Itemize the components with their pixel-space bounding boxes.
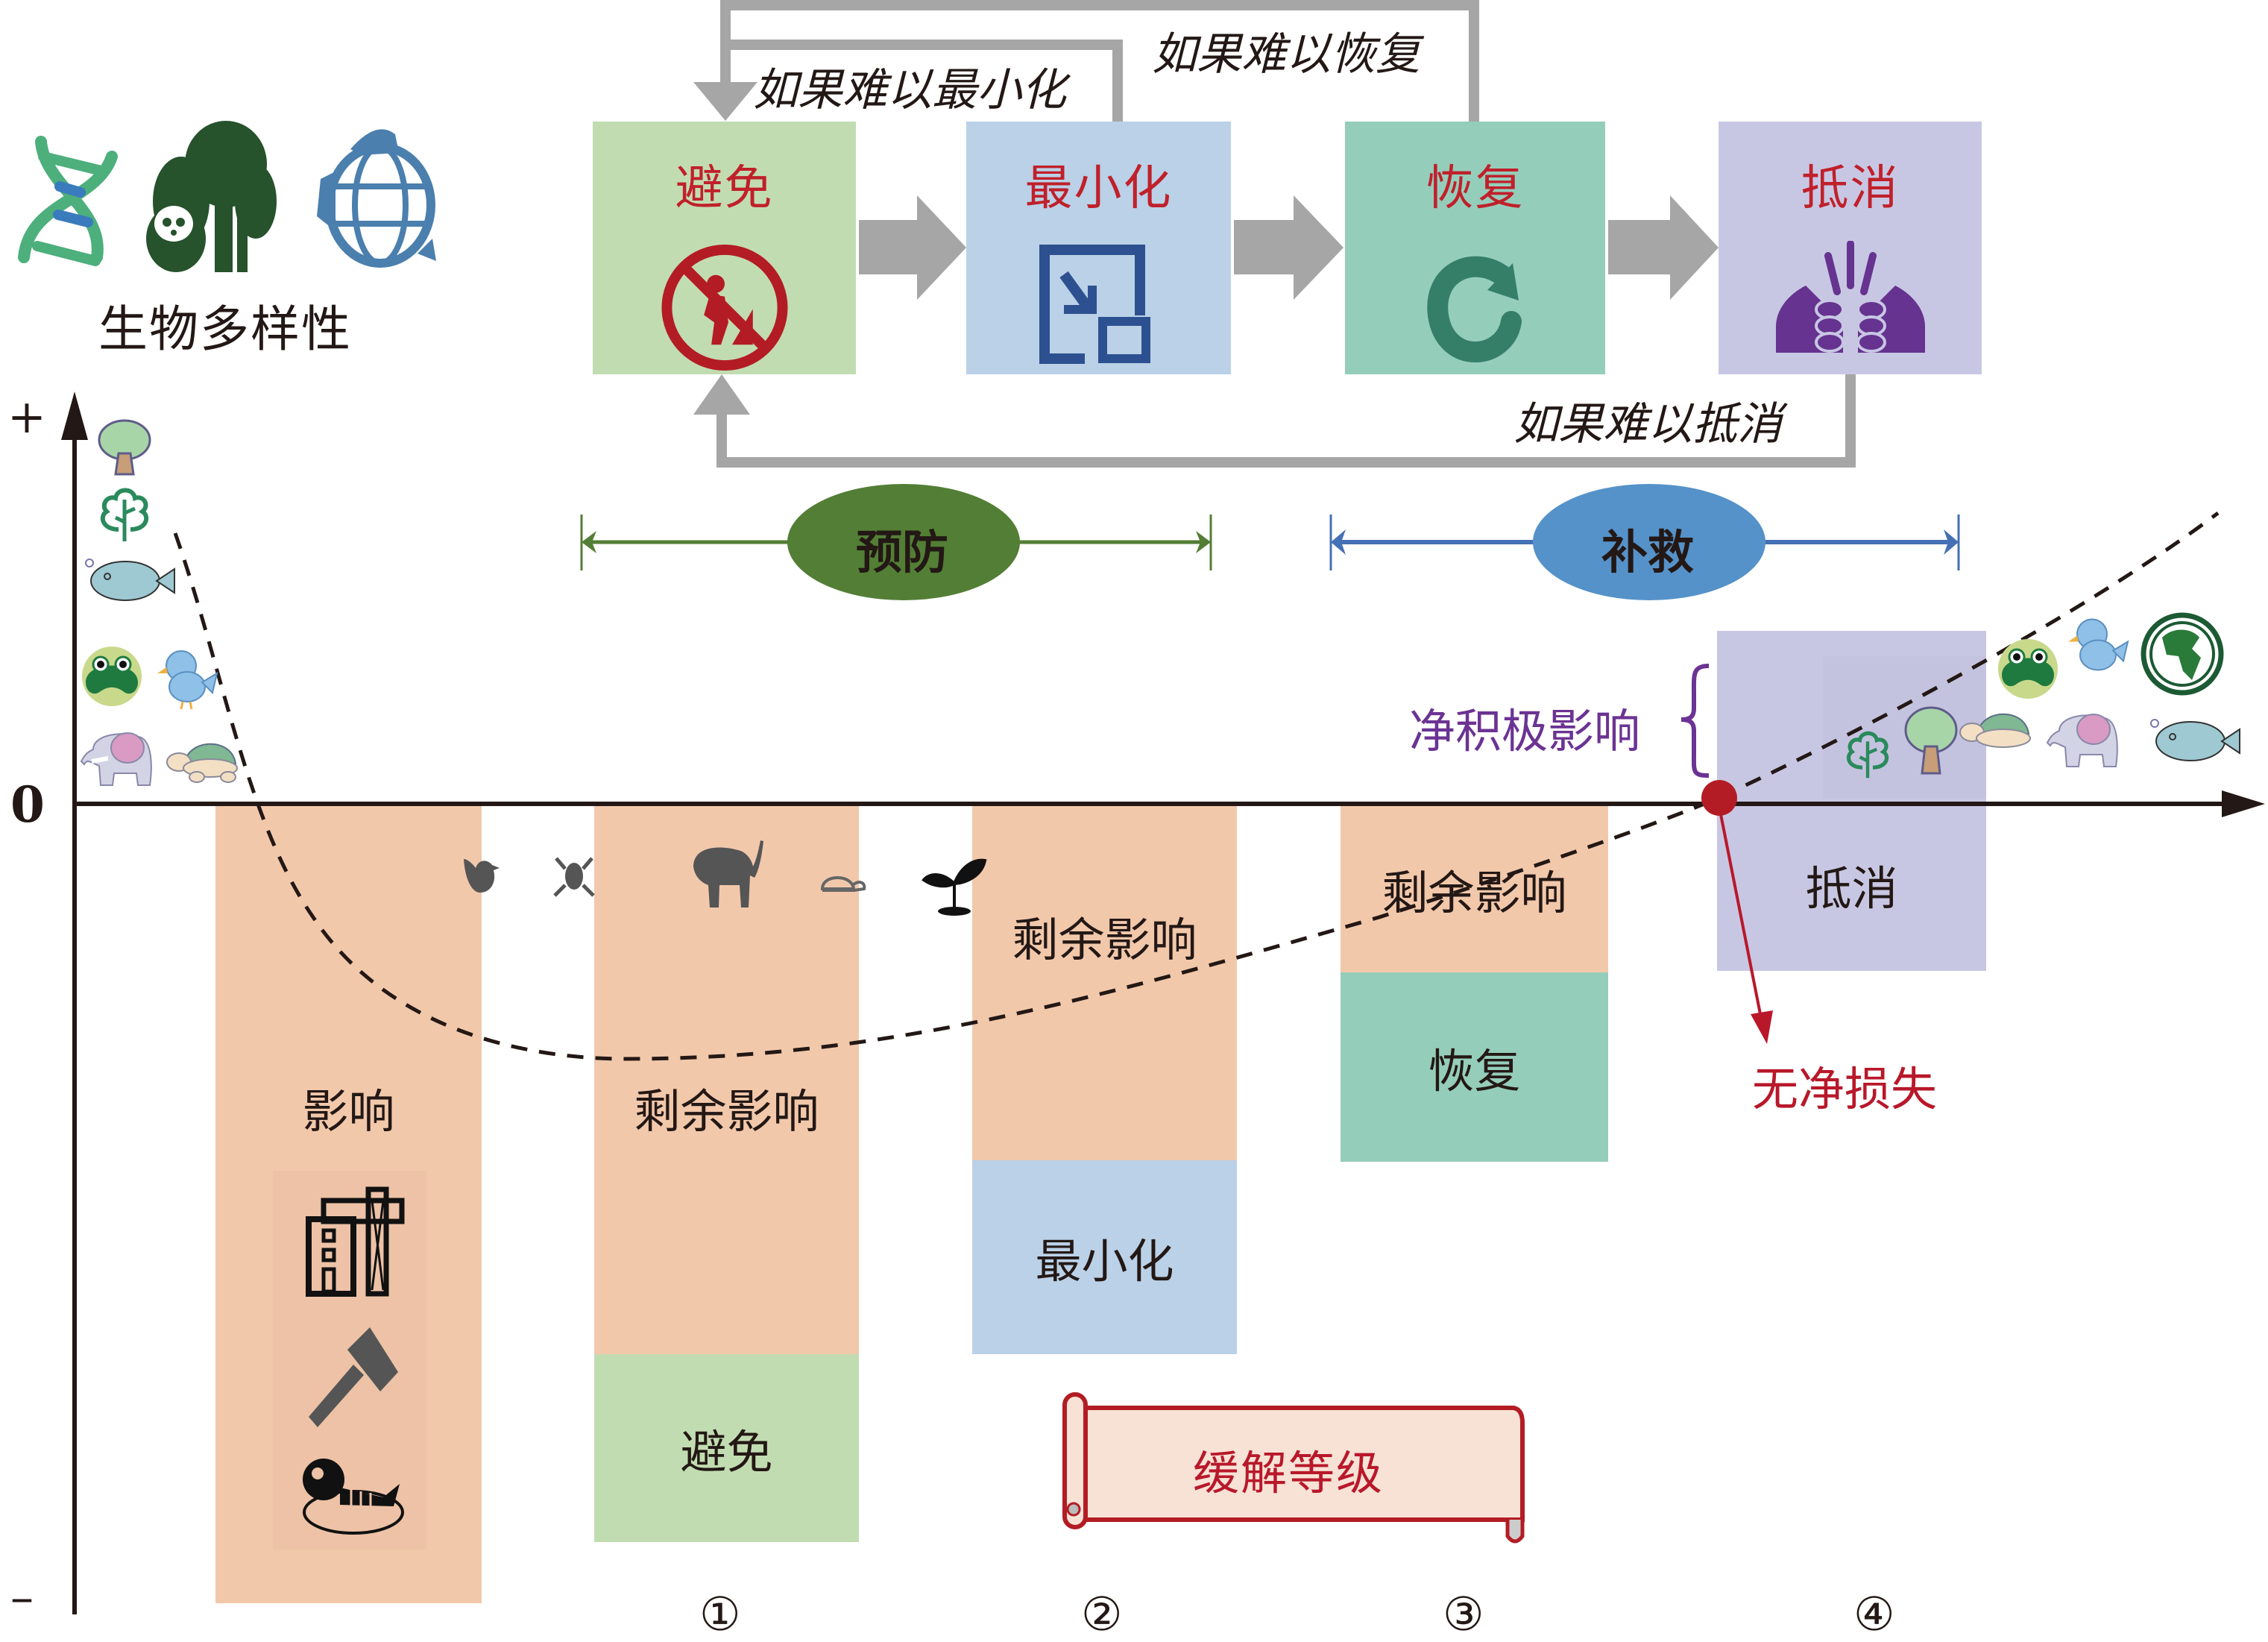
step-minimize: 最小化 [966, 122, 1231, 374]
x-axis-arrowhead [2222, 790, 2265, 817]
no-net-loss-point [1701, 780, 1737, 816]
feedback-label-offset: 如果难以抵消 [1513, 398, 1782, 450]
leaf-tree-icon [1846, 731, 1889, 778]
sprout-icon [922, 858, 987, 916]
globe-animals-icon [317, 129, 436, 268]
no-entry-worker-icon [661, 244, 788, 371]
column-2-minimize: 最小化 [972, 1160, 1237, 1354]
mitigation-curve [173, 512, 2220, 1061]
loop-arrowhead-bottom [693, 374, 750, 415]
flow-arrow-2 [1234, 195, 1344, 300]
tree-icon [98, 419, 151, 476]
axe-icon [309, 1327, 398, 1427]
offset-fists-icon [1775, 241, 1925, 353]
step-minimize-title: 最小化 [1024, 161, 1173, 216]
column-4-offset-label: 抵消 [1805, 861, 1898, 916]
step-avoid: 避免 [593, 122, 856, 374]
step-offset: 抵消 [1719, 122, 1982, 374]
tree-icon [1904, 706, 1958, 775]
elephant-icon [2046, 714, 2118, 767]
impact-icons-panel [273, 1171, 426, 1550]
leaf-tree-icon [100, 488, 149, 541]
step-restore-title: 恢复 [1426, 161, 1525, 216]
no-net-loss-arrowhead [1751, 1010, 1773, 1044]
turtle-icon [1959, 713, 2031, 748]
dna-icon [18, 136, 118, 266]
fish-icon [2150, 719, 2240, 761]
frog-icon [553, 857, 595, 897]
column-1-avoid-label: 避免 [680, 1425, 773, 1479]
net-positive-label: 净积极影响 [1409, 704, 1641, 758]
earth-icon [2141, 612, 2224, 696]
column-4-index: ④ [1853, 1587, 1895, 1641]
loop-minimize [731, 40, 1123, 122]
bird-icon [2068, 618, 2129, 671]
no-net-loss-pointer [1718, 806, 1765, 1030]
axis-plus-label: + [7, 389, 46, 444]
offset-species-panel [1823, 656, 1986, 798]
construction-crane-icon [306, 1186, 405, 1297]
banner-label: 缓解等级 [1193, 1446, 1385, 1500]
bird-icon [157, 650, 218, 710]
biodiversity-cluster: 生物多样性 [15, 119, 462, 358]
mitigation-hierarchy-banner [1062, 1392, 1525, 1544]
minimize-icon [1039, 245, 1150, 364]
flow-arrow-1 [859, 195, 966, 300]
prevention-ellipse [787, 484, 1020, 600]
axis-minus-label: – [10, 1570, 34, 1624]
column-3-restore: 恢复 [1341, 972, 1608, 1162]
silhouette-row [447, 840, 999, 917]
column-2-index: ② [1081, 1587, 1123, 1641]
prevention-bar [580, 484, 1212, 600]
prevention-label: 预防 [856, 525, 949, 579]
restore-icon [1426, 256, 1522, 362]
y-axis-arrowhead [61, 391, 88, 440]
net-positive-brace [1680, 664, 1710, 778]
phase-bars [580, 484, 1960, 600]
frog-icon [1998, 639, 2058, 699]
column-1-index: ① [699, 1587, 741, 1641]
turtle-icon [166, 743, 238, 783]
turtle-icon [820, 876, 866, 892]
step-offset-title: 抵消 [1801, 161, 1900, 216]
column-2-minimize-label: 最小化 [1035, 1234, 1174, 1289]
elephant-icon [80, 732, 152, 786]
step-avoid-title: 避免 [675, 161, 774, 216]
elephant-icon [693, 840, 763, 907]
column-3-restore-label: 恢复 [1428, 1044, 1521, 1098]
column-0-impact-label: 影响 [302, 1084, 395, 1139]
frog-icon [82, 647, 142, 706]
fish-icon [85, 559, 175, 601]
panda-tree-icon [146, 121, 277, 272]
no-net-loss-label: 无净损失 [1752, 1062, 1938, 1116]
column-3-residual-label: 剩余影响 [1382, 866, 1567, 920]
loop-restore [720, 0, 1479, 122]
column-1-residual: 剩余影响 [594, 805, 859, 1354]
fish-bone-icon [303, 1459, 404, 1535]
feedback-loops [693, 0, 1856, 468]
column-1-avoid: 避免 [594, 1354, 859, 1542]
loop-arrowhead-top [693, 82, 757, 121]
column-1-residual-label: 剩余影响 [634, 1084, 819, 1139]
step-restore: 恢复 [1345, 122, 1605, 374]
column-3-residual: 剩余影响 [1341, 805, 1608, 972]
column-2-residual-label: 剩余影响 [1012, 913, 1197, 967]
feedback-label-restore: 如果难以恢复 [1152, 28, 1420, 81]
flow-arrow-3 [1608, 195, 1719, 300]
biodiversity-label: 生物多样性 [98, 301, 352, 358]
bird-icon [464, 859, 500, 901]
remedy-bar [1329, 484, 1960, 600]
column-2-residual: 剩余影响 [972, 805, 1237, 1160]
loop-offset [716, 374, 1856, 468]
remedy-ellipse [1533, 484, 1765, 600]
column-3-index: ③ [1443, 1587, 1484, 1641]
right-species [1827, 611, 2259, 790]
axis-zero-label: 0 [10, 776, 45, 834]
remedy-label: 补救 [1601, 525, 1695, 579]
feedback-label-minimize: 如果难以最小化 [753, 64, 1066, 116]
left-species [78, 418, 257, 790]
